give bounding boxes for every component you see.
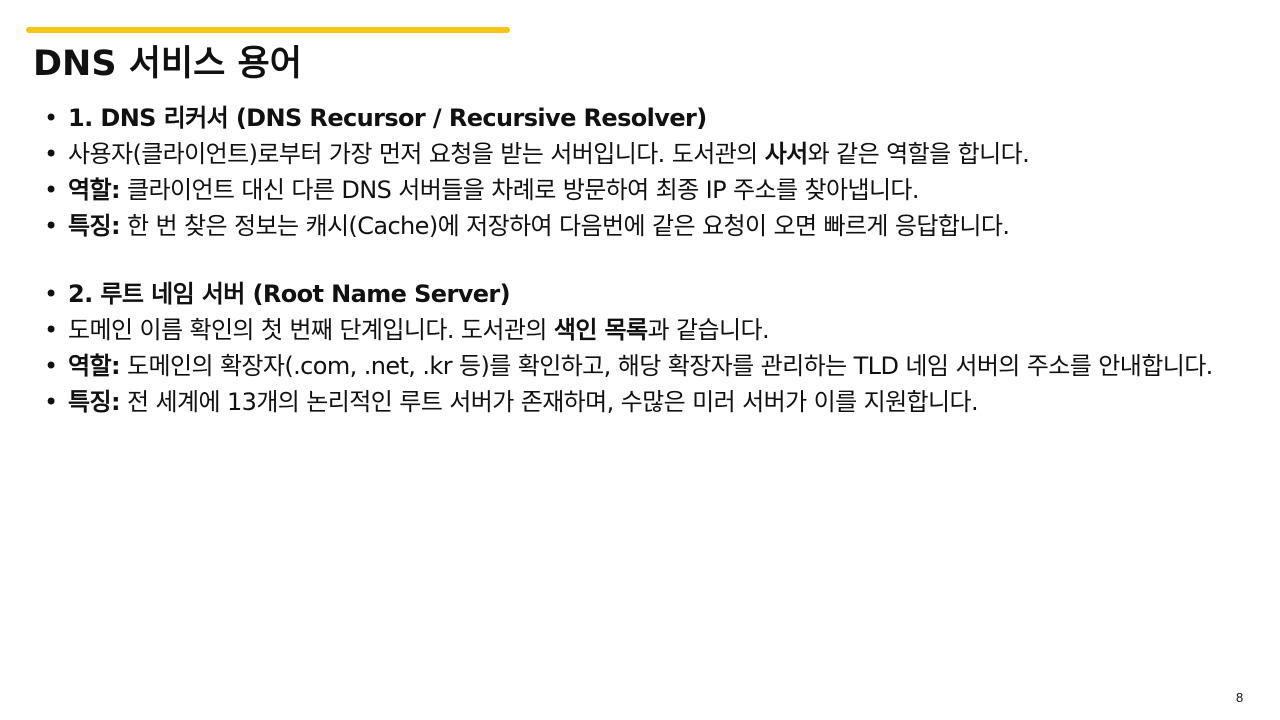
section1-heading-item: • 1. DNS 리커서 (DNS Recursor / Recursive R… — [44, 100, 1274, 136]
section2-role-label: 역할: — [68, 352, 121, 380]
section2-description-item: • 도메인 이름 확인의 첫 번째 단계입니다. 도서관의 색인 목록과 같습니… — [44, 312, 1274, 348]
section2-role-item: • 역할: 도메인의 확장자(.com, .net, .kr 등)를 확인하고,… — [44, 348, 1274, 384]
bullet-icon: • — [44, 212, 58, 240]
bullet-icon: • — [44, 176, 58, 204]
section1-heading: 1. DNS 리커서 (DNS Recursor / Recursive Res… — [68, 104, 707, 132]
section1-description-item: • 사용자(클라이언트)로부터 가장 먼저 요청을 받는 서버입니다. 도서관의… — [44, 136, 1274, 172]
bullet-icon: • — [44, 140, 58, 168]
section2-description-end: 과 같습니다. — [647, 316, 770, 344]
section1-feature-label: 특징: — [68, 212, 121, 240]
section2-description-highlight: 색인 목록 — [553, 316, 648, 344]
section1-feature-text: 한 번 찾은 정보는 캐시(Cache)에 저장하여 다음번에 같은 요청이 오… — [119, 212, 1010, 240]
section2-role-text: 도메인의 확장자(.com, .net, .kr 등)를 확인하고, 해당 확장… — [119, 352, 1213, 380]
section2-feature-item: • 특징: 전 세계에 13개의 논리적인 루트 서버가 존재하며, 수많은 미… — [44, 384, 1274, 420]
section1-role-item: • 역할: 클라이언트 대신 다른 DNS 서버들을 차례로 방문하여 최종 I… — [44, 172, 1274, 208]
page-number: 8 — [1236, 690, 1244, 705]
bullet-icon: • — [44, 316, 58, 344]
slide-title: DNS 서비스 용어 — [33, 44, 302, 84]
title-accent-bar — [26, 27, 510, 33]
section1-description-end: 와 같은 역할을 합니다. — [807, 140, 1030, 168]
bullet-icon: • — [44, 352, 58, 380]
section2-heading-item: • 2. 루트 네임 서버 (Root Name Server) — [44, 276, 1274, 312]
section2-feature-label: 특징: — [68, 388, 121, 416]
section2-description-start: 도메인 이름 확인의 첫 번째 단계입니다. 도서관의 — [68, 316, 554, 344]
bullet-icon: • — [44, 388, 58, 416]
bullet-list: • 1. DNS 리커서 (DNS Recursor / Recursive R… — [44, 100, 1274, 420]
section1-description-highlight: 사서 — [764, 140, 809, 168]
section1-role-text: 클라이언트 대신 다른 DNS 서버들을 차례로 방문하여 최종 IP 주소를 … — [119, 176, 920, 204]
section1-role-label: 역할: — [68, 176, 121, 204]
section2-feature-text: 전 세계에 13개의 논리적인 루트 서버가 존재하며, 수많은 미러 서버가 … — [119, 388, 979, 416]
section1-feature-item: • 특징: 한 번 찾은 정보는 캐시(Cache)에 저장하여 다음번에 같은… — [44, 208, 1274, 244]
section2-heading: 2. 루트 네임 서버 (Root Name Server) — [68, 280, 511, 308]
bullet-icon: • — [44, 280, 58, 308]
section1-description-start: 사용자(클라이언트)로부터 가장 먼저 요청을 받는 서버입니다. 도서관의 — [68, 140, 765, 168]
bullet-icon: • — [44, 104, 58, 132]
